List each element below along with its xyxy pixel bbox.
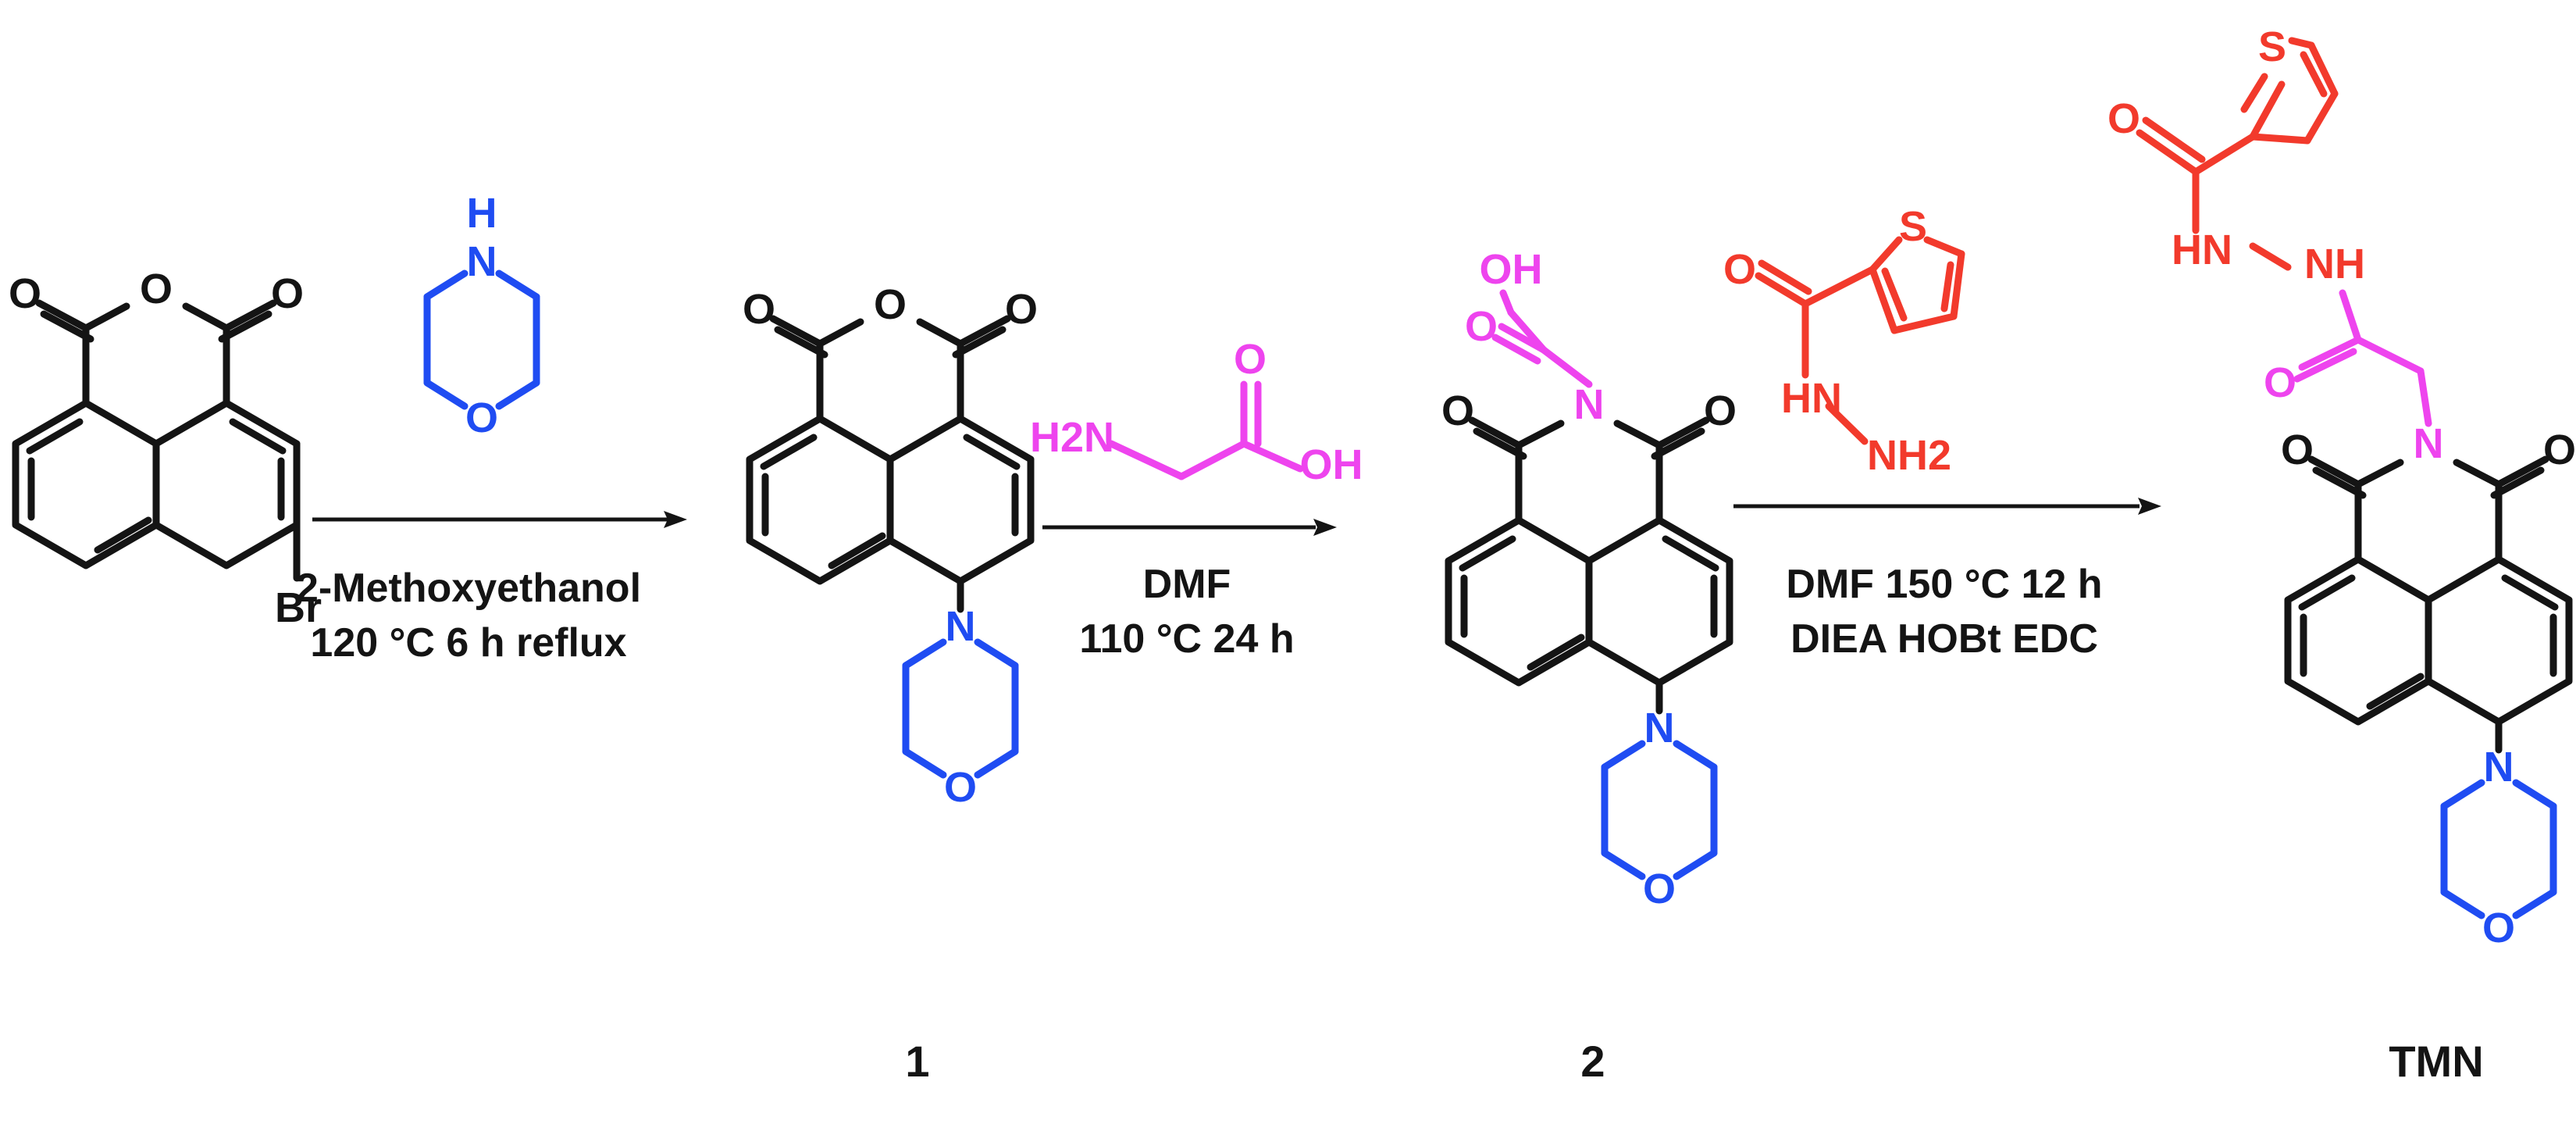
atom-oxygen: O — [743, 286, 775, 333]
atom-hydrazine-nh2: NH2 — [1867, 432, 1951, 479]
reagent-glycine: H2N O OH — [1030, 336, 1363, 488]
atom-oxygen: O — [140, 266, 173, 312]
atom-amine: H2N — [1030, 414, 1114, 461]
step-1-condition-line-2: 120 °C 6 h reflux — [310, 620, 626, 666]
step-3-condition-line-1: DMF 150 °C 12 h — [1786, 562, 2102, 607]
atom-imide-nh: NH — [2304, 241, 2365, 287]
atom-nitrogen: N — [2484, 744, 2514, 791]
atom-oxygen: O — [465, 394, 498, 441]
reaction-arrow-1 — [312, 511, 687, 528]
reagent-morpholine: H N O — [423, 190, 540, 441]
compound-label-2: 2 — [1580, 1037, 1605, 1086]
atom-oxygen: O — [2281, 427, 2314, 473]
atom-oxygen: O — [2543, 427, 2576, 473]
step-2-condition-line-1: DMF — [1143, 562, 1231, 607]
atom-oxygen: O — [2482, 905, 2515, 951]
atom-oxygen: O — [271, 270, 304, 317]
atom-nitrogen: N — [2414, 420, 2444, 467]
product-tmn-structure: N O O O NH HN O S N O — [2107, 23, 2576, 951]
compound-label-1: 1 — [905, 1037, 929, 1086]
compound-1-structure: O O O N O — [743, 281, 1038, 811]
step-1-condition-line-1: 2-Methoxyethanol — [296, 566, 641, 611]
starting-material-bromo-anhydride: O O O Br — [9, 266, 322, 631]
atom-oxygen: O — [874, 281, 907, 328]
atom-hydrazine-nh: HN — [1781, 375, 1842, 422]
atom-sulfur: S — [2258, 23, 2286, 70]
atom-oxygen: O — [2264, 359, 2296, 406]
step-2-condition-line-2: 110 °C 24 h — [1079, 616, 1294, 662]
atom-oxygen: O — [1234, 336, 1267, 383]
atom-nitrogen: N — [1644, 705, 1675, 751]
reaction-arrow-3 — [1733, 498, 2161, 515]
atom-oxygen: O — [1723, 246, 1756, 293]
step-3-condition-line-2: DIEA HOBt EDC — [1790, 616, 2098, 662]
naphthalene-core — [12, 299, 301, 582]
atom-oxygen: O — [2107, 95, 2140, 142]
atom-oxygen: O — [1643, 866, 1676, 912]
atom-nh: H — [467, 190, 497, 237]
atom-oxygen: O — [1005, 286, 1038, 333]
atom-bromine: Br — [275, 584, 322, 631]
atom-nitrogen: N — [1574, 381, 1605, 428]
atom-oxygen: O — [9, 270, 41, 317]
atom-oxygen: O — [1704, 387, 1737, 434]
compound-2-structure: N O O O OH N O — [1441, 246, 1737, 912]
atom-nitrogen: N — [946, 603, 976, 650]
reagent-thiophene-carbohydrazide: S O HN NH2 — [1723, 203, 1965, 479]
atom-nitrogen: N — [467, 238, 497, 285]
compound-label-tmn: TMN — [2389, 1037, 2483, 1086]
atom-sulfur: S — [1899, 203, 1927, 250]
reaction-arrow-2 — [1042, 519, 1337, 536]
atom-oxygen: O — [1441, 387, 1474, 434]
atom-hydroxyl: OH — [1480, 246, 1543, 293]
atom-imide-hn: HN — [2172, 227, 2232, 273]
atom-hydroxyl: OH — [1300, 441, 1363, 488]
atom-oxygen: O — [1465, 303, 1498, 350]
atom-oxygen: O — [944, 764, 977, 811]
